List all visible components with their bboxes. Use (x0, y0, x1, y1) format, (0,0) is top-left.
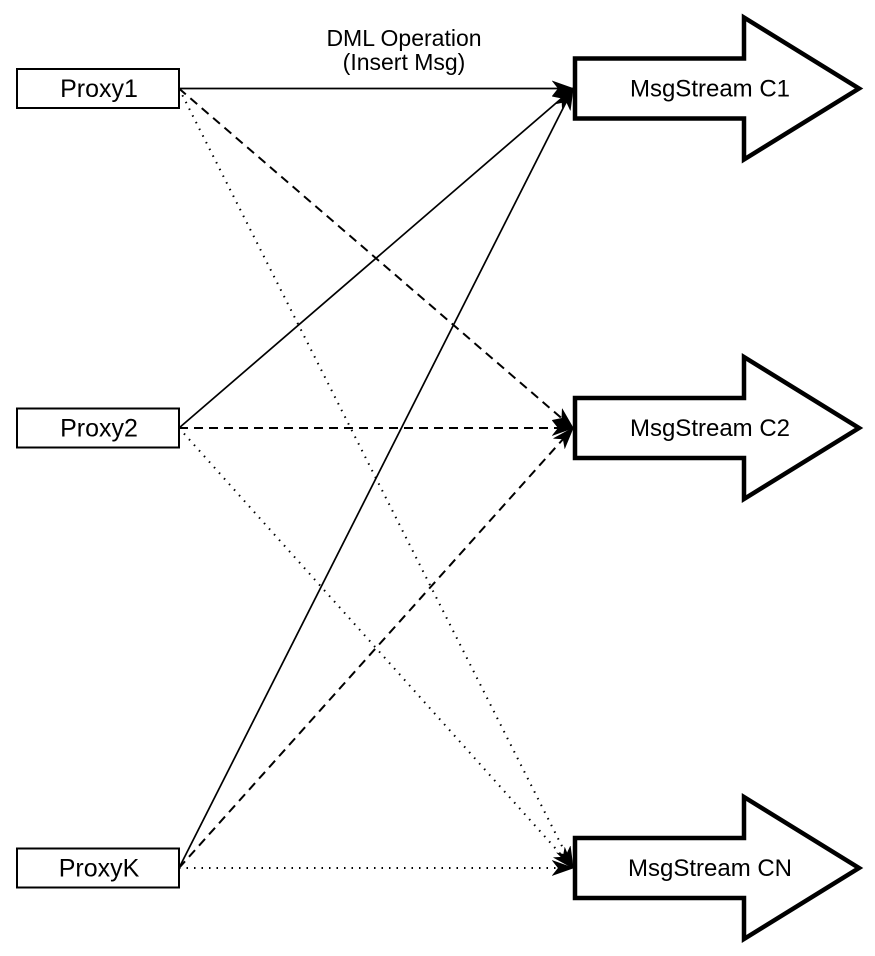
block-arrow-icon (572, 792, 864, 944)
edge-proxy1-to-msgstream-cn (178, 88, 574, 869)
msgstream-c1-node: MsgStream C1 (572, 13, 864, 164)
msgstream-c2-label: MsgStream C2 (630, 415, 790, 442)
msgstream-c2-node: MsgStream C2 (572, 352, 864, 504)
dml-operation-label-line1: DML Operation (326, 25, 481, 51)
msgstream-cn-node: MsgStream CN (572, 792, 864, 944)
edge-proxy1-to-msgstream-c2 (178, 87, 573, 429)
proxy2-box (16, 407, 180, 449)
msgstream-c1-label: MsgStream C1 (630, 76, 790, 103)
proxyk-label: ProxyK (59, 855, 140, 883)
edge-proxyk-to-msgstream-c1 (178, 89, 574, 869)
msgstream-cn-label: MsgStream CN (628, 855, 792, 882)
edge-proxy2-to-msgstream-cn (178, 427, 573, 868)
edge-proxyk-to-msgstream-c2 (178, 428, 573, 869)
proxy1-label: Proxy1 (60, 75, 138, 103)
proxy1-node: Proxy1 (16, 68, 180, 109)
proxy2-label: Proxy2 (60, 415, 138, 443)
proxy1-box (16, 68, 180, 109)
proxyk-box (16, 847, 180, 889)
proxyk-node: ProxyK (16, 847, 180, 889)
proxy2-node: Proxy2 (16, 407, 180, 449)
dml-operation-label-line2: (Insert Msg) (343, 49, 466, 75)
edges (178, 87, 574, 869)
block-arrow-icon (572, 352, 864, 504)
block-arrow-icon (572, 13, 864, 164)
